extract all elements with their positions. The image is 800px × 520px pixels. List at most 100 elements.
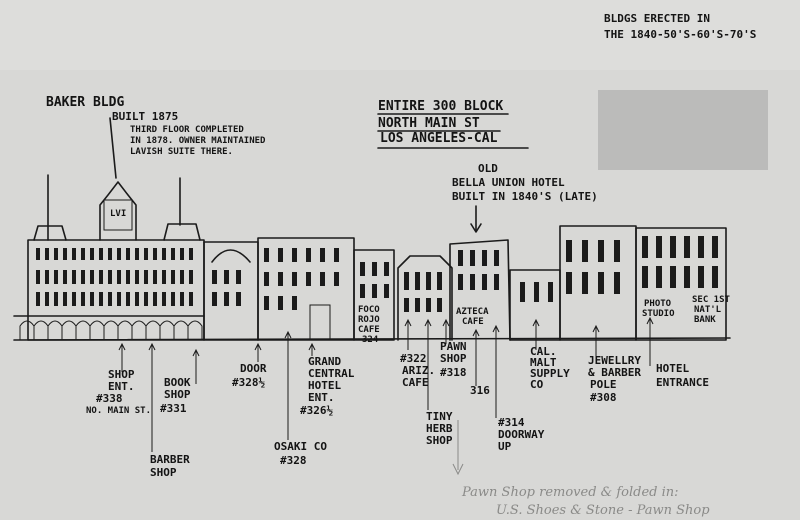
svg-text:TINY: TINY — [426, 410, 453, 423]
window — [72, 292, 76, 306]
baker-note-line1: THIRD FLOOR COMPLETED — [130, 125, 244, 135]
azteca-line2: CAFE — [462, 317, 484, 327]
window — [180, 292, 184, 306]
window — [264, 272, 269, 286]
window — [684, 266, 690, 288]
arcade-arch — [187, 320, 203, 340]
window — [45, 292, 49, 306]
svg-text:324: 324 — [362, 335, 379, 345]
label-shop-ent: SHOP ENT. #338 NO. MAIN ST. — [86, 368, 151, 416]
svg-text:#318: #318 — [440, 366, 467, 379]
window — [548, 282, 553, 302]
window — [470, 250, 475, 266]
window — [698, 236, 704, 258]
window — [117, 248, 121, 260]
baker-name: BAKER BLDG — [46, 95, 124, 110]
pointer-arrowhead — [646, 316, 654, 325]
footer-note-line1: Pawn Shop removed & folded in: — [461, 485, 679, 500]
window — [144, 248, 148, 260]
bank-line3: BANK — [694, 315, 716, 325]
window — [72, 270, 76, 284]
window — [264, 248, 269, 262]
svg-text:POLE: POLE — [590, 378, 617, 391]
baker-built: BUILT 1875 — [112, 110, 178, 123]
window — [171, 292, 175, 306]
label-doorway: #314 DOORWAY UP — [498, 416, 545, 453]
window — [566, 240, 572, 262]
svg-text:ENTRANCE: ENTRANCE — [656, 376, 709, 389]
window — [360, 284, 365, 298]
window — [278, 248, 283, 262]
window — [642, 266, 648, 288]
window — [153, 292, 157, 306]
window — [278, 296, 283, 310]
window — [598, 240, 604, 262]
window — [360, 262, 365, 276]
svg-text:UP: UP — [498, 440, 512, 453]
window — [45, 248, 49, 260]
window — [108, 270, 112, 284]
window — [582, 272, 588, 294]
window — [63, 248, 67, 260]
svg-text:#326½: #326½ — [300, 404, 333, 417]
window — [180, 248, 184, 260]
pointer-arrowhead — [192, 348, 200, 357]
label-tiny-herb: TINY HERB SHOP — [426, 410, 453, 447]
svg-text:HERB: HERB — [426, 422, 453, 435]
svg-text:HOTEL: HOTEL — [656, 362, 689, 375]
svg-text:#308: #308 — [590, 391, 617, 404]
window — [384, 284, 389, 298]
window — [63, 292, 67, 306]
label-316: 316 — [470, 384, 490, 397]
label-barber-shop: BARBER SHOP — [150, 453, 190, 479]
window — [108, 248, 112, 260]
window — [684, 236, 690, 258]
label-osaki: OSAKI CO #328 — [274, 440, 327, 467]
svg-text:JEWELLRY: JEWELLRY — [588, 354, 641, 367]
window — [212, 292, 217, 306]
window — [135, 292, 139, 306]
label-hotel-entrance: HOTEL ENTRANCE — [656, 362, 709, 389]
svg-text:ENT.: ENT. — [108, 380, 135, 393]
window — [415, 272, 420, 290]
footer-note-line2: U.S. Shoes & Stone - Pawn Shop — [496, 503, 710, 518]
window — [153, 248, 157, 260]
svg-text:GRAND: GRAND — [308, 355, 341, 368]
pointer-arrowhead — [254, 342, 262, 351]
svg-text:ROJO: ROJO — [358, 315, 380, 325]
label-door: DOOR #328½ — [232, 362, 267, 389]
window — [189, 292, 193, 306]
window — [81, 292, 85, 306]
pointer-arrowhead — [308, 342, 316, 351]
svg-text:SHOP: SHOP — [426, 434, 453, 447]
window — [566, 272, 572, 294]
window — [180, 270, 184, 284]
svg-text:HOTEL: HOTEL — [308, 379, 341, 392]
svg-text:MALT: MALT — [530, 356, 557, 369]
window — [264, 296, 269, 310]
svg-text:CAFE: CAFE — [402, 376, 429, 389]
label-ariz-cafe: #322 ARIZ. CAFE — [400, 352, 435, 389]
era-note: BLDGS ERECTED IN THE 1840-50'S-60'S-70'S — [604, 12, 756, 41]
window — [108, 292, 112, 306]
smudge-patch — [598, 90, 768, 170]
svg-text:SHOP: SHOP — [150, 466, 177, 479]
azteca-line1: AZTECA — [456, 307, 489, 317]
window — [458, 274, 463, 290]
svg-text:DOOR: DOOR — [240, 362, 267, 375]
window — [54, 292, 58, 306]
window — [642, 236, 648, 258]
svg-text:DOORWAY: DOORWAY — [498, 428, 545, 441]
window — [54, 270, 58, 284]
window — [437, 298, 442, 312]
window — [36, 270, 40, 284]
window — [81, 270, 85, 284]
window — [236, 270, 241, 284]
svg-text:SHOP: SHOP — [108, 368, 135, 381]
window — [36, 248, 40, 260]
photo-bank-building: PHOTO STUDIO SEC 1ST NAT'L BANK — [559, 225, 731, 341]
svg-text:LVI: LVI — [110, 209, 126, 219]
window — [171, 248, 175, 260]
